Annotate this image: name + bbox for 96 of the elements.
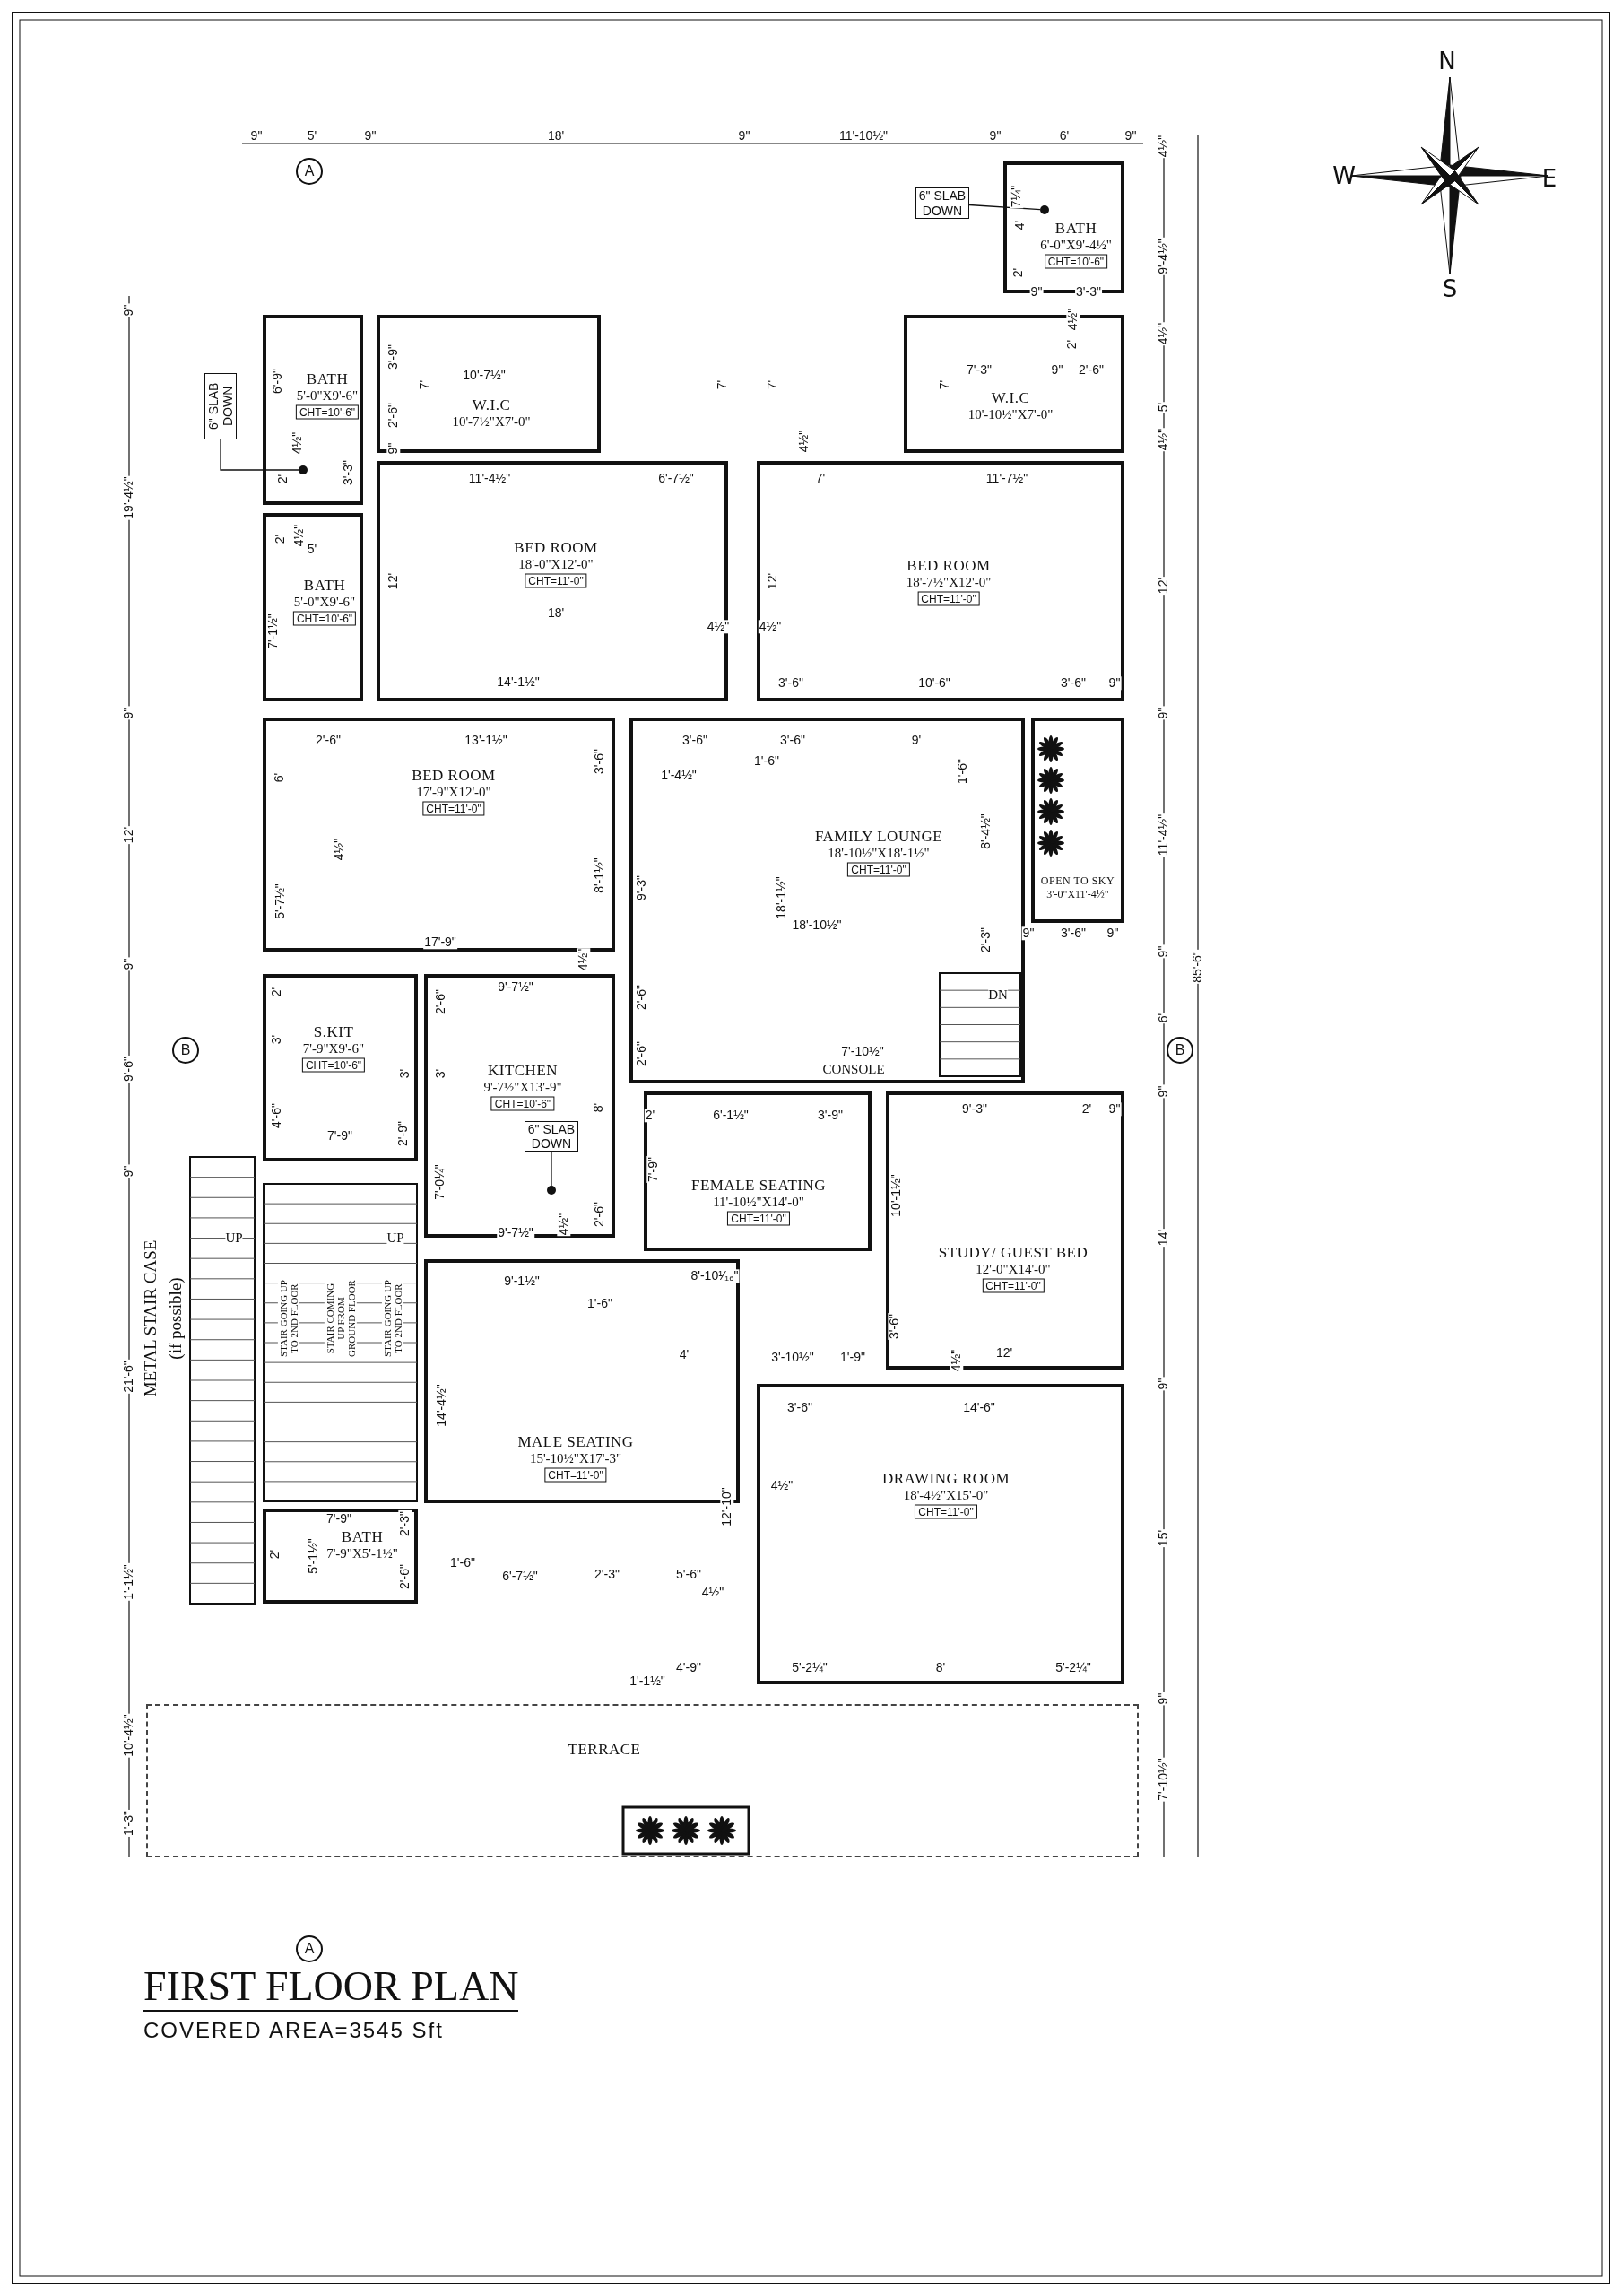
dimension-text: 6'	[1058, 129, 1071, 144]
compass-letter: N	[1438, 48, 1456, 74]
dimension-text: 9"	[1123, 129, 1138, 144]
section-marker: A	[296, 1935, 323, 1962]
room-size: 3'-0"X11'-4½"	[1046, 888, 1109, 901]
room-name: S.KIT	[313, 1022, 354, 1041]
room-outline	[886, 1091, 1124, 1370]
leader-line	[220, 439, 299, 471]
dimension-text: 11'-10½"	[837, 129, 889, 144]
room-outline	[757, 1384, 1124, 1684]
room-outline	[1031, 718, 1124, 923]
room-size: 11'-10½"X14'-0"	[713, 1194, 804, 1210]
dimension-text: 7'-0¼"	[433, 1163, 447, 1201]
room-outline	[629, 718, 1025, 1083]
room-name: KITCHEN	[487, 1061, 559, 1080]
dimension-text: 4½"	[706, 620, 731, 634]
room-size: 18'-7½"X12'-0"	[906, 574, 992, 590]
terrace-area	[146, 1704, 1139, 1857]
room-name: CONSOLE	[822, 1061, 885, 1077]
room-name: BATH	[341, 1527, 384, 1546]
section-marker: A	[296, 158, 323, 185]
dimension-text: 5'-2¼"	[791, 1661, 828, 1675]
room-name: DRAWING ROOM	[881, 1469, 1010, 1488]
room-name: OPEN TO SKY	[1040, 874, 1115, 888]
room-name: BATH	[303, 576, 346, 595]
room-size: 18'-0"X12'-0"	[518, 556, 594, 572]
leader-dot	[1040, 205, 1049, 214]
slab-note: 6" SLAB DOWN	[204, 373, 237, 439]
slab-note: 6" SLAB DOWN	[525, 1121, 578, 1152]
room-size: 5'-0"X9'-6"	[293, 594, 356, 610]
room-name: MALE SEATING	[517, 1432, 634, 1451]
room-size: 12'-0"X14'-0"	[976, 1261, 1051, 1277]
room-outline	[263, 974, 418, 1161]
room-name: W.I.C	[991, 388, 1030, 407]
room-size: 7'-9"X9'-6"	[302, 1040, 365, 1057]
compass-letter: S	[1442, 275, 1458, 302]
room-name: BATH	[1054, 219, 1097, 238]
dimension-text: 2'	[644, 1109, 656, 1123]
dimension-text: 17'-9"	[423, 935, 457, 950]
room-name: STUDY/ GUEST BED	[938, 1243, 1089, 1262]
room-name: BED ROOM	[412, 766, 496, 785]
section-marker: B	[172, 1037, 199, 1064]
dimension-text: 9"	[1021, 926, 1036, 941]
dimension-text: 4½"	[950, 1348, 964, 1373]
dimension-text: 4½"	[1066, 307, 1080, 332]
room-size: 7'-9"X5'-1½"	[326, 1545, 398, 1561]
stair-note: METAL STAIR CASE	[141, 1239, 160, 1397]
room-name: FAMILY LOUNGE	[814, 827, 943, 846]
dimension-text: 9"	[737, 129, 751, 144]
dimension-text: 18'	[546, 129, 566, 144]
section-marker: B	[1167, 1037, 1193, 1064]
dimension-text: 4½"	[758, 620, 783, 634]
dimension-text: 9"	[988, 129, 1002, 144]
room-outline	[757, 461, 1124, 701]
dimension-text: 4½"	[577, 947, 591, 972]
dimension-text: 4½"	[557, 1212, 571, 1237]
room-name: BED ROOM	[514, 538, 598, 557]
room-outline	[377, 315, 601, 453]
room-size: 10'-10½"X7'-0"	[967, 406, 1054, 422]
dimension-text: 8'-10¹⁄₁₆"	[690, 1269, 740, 1283]
room-size: 6'-0"X9'-4½"	[1040, 237, 1112, 253]
dimension-text: 7¼"	[1010, 184, 1024, 209]
drawing-title: FIRST FLOOR PLAN	[143, 1962, 519, 2012]
room-name: W.I.C	[472, 396, 511, 414]
room-outline	[263, 1509, 418, 1604]
room-size: 18'-4½"X15'-0"	[903, 1487, 989, 1503]
room-name: BATH	[306, 370, 349, 388]
room-outline	[263, 315, 363, 505]
slab-note: 6" SLAB DOWN	[915, 187, 969, 219]
stair-note: (if possible)	[166, 1277, 186, 1360]
area-name: TERRACE	[568, 1741, 641, 1759]
area-caption: COVERED AREA=3545 Sft	[143, 2018, 444, 2043]
room-size: 17'-9"X12'-0"	[416, 784, 491, 800]
room-outline	[644, 1091, 872, 1251]
compass-letter: W	[1332, 162, 1356, 189]
room-size: 15'-10½"X17'-3"	[529, 1450, 622, 1466]
leader-dot	[299, 465, 308, 474]
dimension-text: 12'-10"	[720, 1486, 734, 1527]
dimension-text: 5'-2¼"	[1054, 1661, 1092, 1675]
room-size: 18'-10½"X18'-1½"	[828, 845, 930, 861]
dimension-text: 2'-3"	[398, 1510, 412, 1537]
room-outline	[263, 513, 363, 701]
room-size: 10'-7½"X7'-0"	[452, 413, 531, 430]
compass-letter: E	[1541, 165, 1557, 192]
dimension-text: 9'-7½"	[497, 1226, 534, 1240]
dimension-text: 9"	[249, 129, 264, 144]
room-outline	[377, 461, 728, 701]
room-size: 5'-0"X9'-6"	[296, 387, 359, 404]
dimension-text: 5'	[306, 129, 318, 144]
dimension-text: 9"	[386, 441, 401, 456]
leader-dot	[547, 1186, 556, 1195]
room-name: FEMALE SEATING	[690, 1176, 827, 1195]
room-name: BED ROOM	[906, 556, 991, 575]
leader-line	[551, 1151, 552, 1187]
room-size: 9'-7½"X13'-9"	[483, 1079, 562, 1095]
dimension-text: 9"	[363, 129, 377, 144]
